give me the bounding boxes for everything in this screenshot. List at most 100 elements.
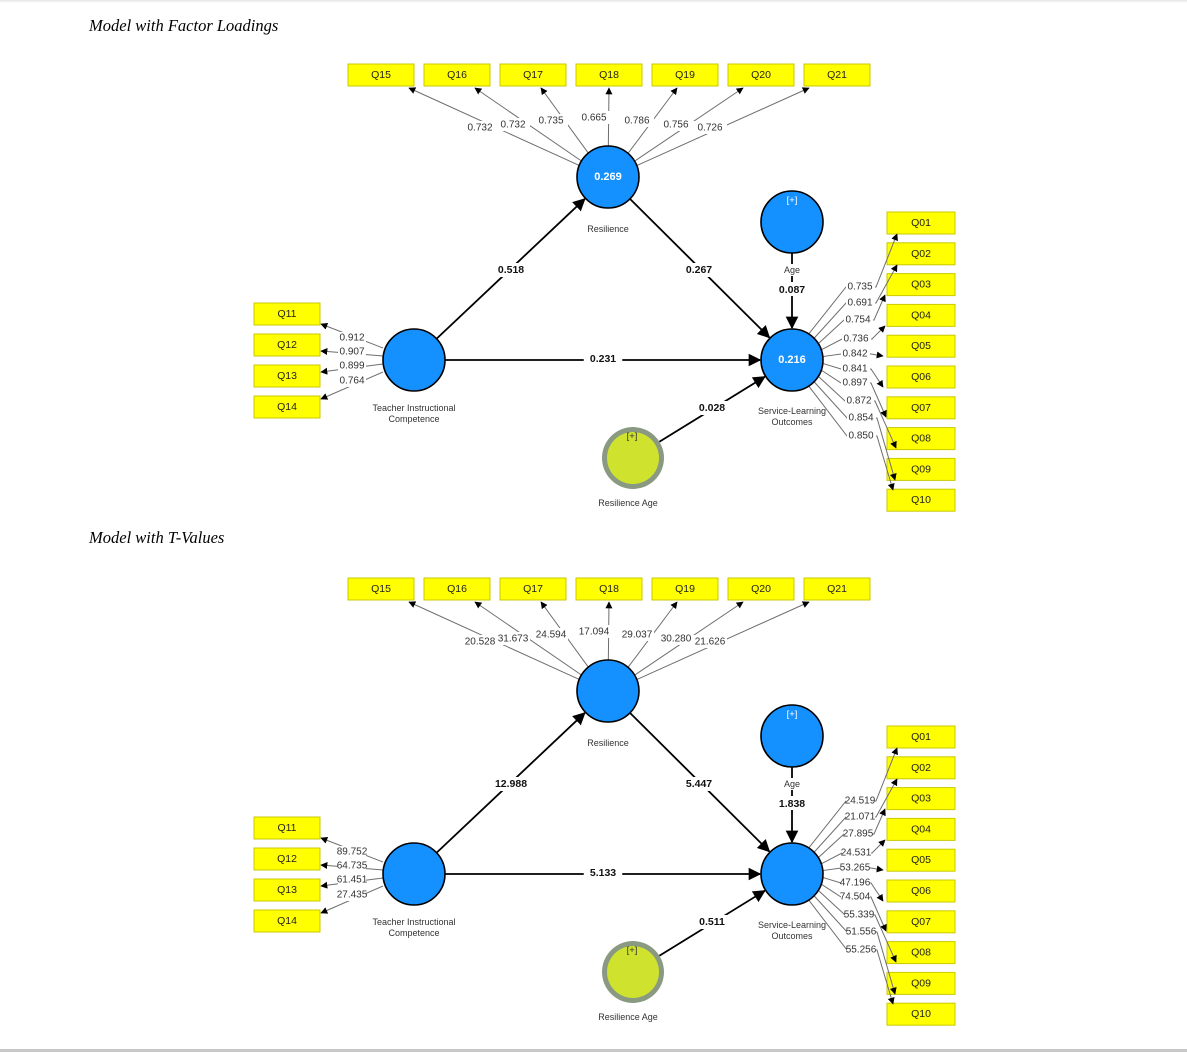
indicator-box[interactable]	[886, 848, 956, 872]
indicator-box[interactable]	[253, 816, 321, 840]
indicator-box[interactable]	[886, 941, 956, 965]
indicator-box[interactable]	[575, 63, 643, 87]
indicator-q16[interactable]: Q16	[423, 577, 491, 601]
construct-resilience[interactable]	[576, 659, 640, 723]
indicator-box[interactable]	[253, 395, 321, 419]
indicator-box[interactable]	[886, 334, 956, 358]
construct-teacher-instructional-competence[interactable]	[382, 328, 446, 392]
indicator-q18[interactable]: Q18	[575, 577, 643, 601]
indicator-box[interactable]	[803, 577, 871, 601]
indicator-q07[interactable]: Q07	[886, 910, 956, 934]
indicator-q11[interactable]: Q11	[253, 302, 321, 326]
indicator-q09[interactable]: Q09	[886, 457, 956, 481]
construct-age-circle[interactable]	[760, 190, 824, 254]
indicator-box[interactable]	[651, 63, 719, 87]
indicator-q11[interactable]: Q11	[253, 816, 321, 840]
indicator-q06[interactable]: Q06	[886, 365, 956, 389]
indicator-box[interactable]	[253, 302, 321, 326]
construct-service-learning-outcomes[interactable]: 0.216	[760, 328, 824, 392]
indicator-q13[interactable]: Q13	[253, 364, 321, 388]
indicator-box[interactable]	[253, 847, 321, 871]
indicator-q21[interactable]: Q21	[803, 63, 871, 87]
indicator-q12[interactable]: Q12	[253, 847, 321, 871]
construct-teacher-instructional-competence-circle[interactable]	[382, 842, 446, 906]
indicator-q05[interactable]: Q05	[886, 848, 956, 872]
indicator-box[interactable]	[347, 577, 415, 601]
indicator-q20[interactable]: Q20	[727, 577, 795, 601]
indicator-q20[interactable]: Q20	[727, 63, 795, 87]
construct-age-circle[interactable]	[760, 704, 824, 768]
indicator-q12[interactable]: Q12	[253, 333, 321, 357]
indicator-q07[interactable]: Q07	[886, 396, 956, 420]
indicator-box[interactable]	[803, 63, 871, 87]
indicator-q15[interactable]: Q15	[347, 577, 415, 601]
construct-service-learning-outcomes-circle[interactable]	[760, 328, 824, 392]
indicator-box[interactable]	[575, 577, 643, 601]
indicator-q15[interactable]: Q15	[347, 63, 415, 87]
construct-resilience-circle[interactable]	[576, 659, 640, 723]
construct-resilience[interactable]: 0.269	[576, 145, 640, 209]
indicator-box[interactable]	[886, 303, 956, 327]
indicator-q10[interactable]: Q10	[886, 488, 956, 512]
indicator-box[interactable]	[886, 211, 956, 235]
indicator-q09[interactable]: Q09	[886, 971, 956, 995]
construct-teacher-instructional-competence[interactable]	[382, 842, 446, 906]
construct-resilience-age[interactable]: [+]	[602, 427, 664, 489]
indicator-box[interactable]	[651, 577, 719, 601]
indicator-q17[interactable]: Q17	[499, 63, 567, 87]
indicator-box[interactable]	[727, 577, 795, 601]
moderator-circle-inner[interactable]	[607, 432, 659, 484]
indicator-box[interactable]	[727, 63, 795, 87]
indicator-box[interactable]	[253, 333, 321, 357]
indicator-q04[interactable]: Q04	[886, 817, 956, 841]
indicator-box[interactable]	[253, 909, 321, 933]
construct-service-learning-outcomes-circle[interactable]	[760, 842, 824, 906]
construct-age[interactable]: [+]	[760, 190, 824, 254]
indicator-q04[interactable]: Q04	[886, 303, 956, 327]
indicator-q06[interactable]: Q06	[886, 879, 956, 903]
construct-age[interactable]: [+]	[760, 704, 824, 768]
indicator-box[interactable]	[886, 817, 956, 841]
indicator-q19[interactable]: Q19	[651, 577, 719, 601]
indicator-box[interactable]	[886, 910, 956, 934]
indicator-box[interactable]	[423, 577, 491, 601]
indicator-q14[interactable]: Q14	[253, 395, 321, 419]
indicator-q14[interactable]: Q14	[253, 909, 321, 933]
indicator-box[interactable]	[886, 879, 956, 903]
construct-service-learning-outcomes[interactable]	[760, 842, 824, 906]
indicator-box[interactable]	[886, 725, 956, 749]
indicator-box[interactable]	[253, 364, 321, 388]
indicator-q10[interactable]: Q10	[886, 1002, 956, 1026]
indicator-box[interactable]	[499, 63, 567, 87]
indicator-box[interactable]	[886, 1002, 956, 1026]
indicator-q17[interactable]: Q17	[499, 577, 567, 601]
construct-teacher-instructional-competence-circle[interactable]	[382, 328, 446, 392]
construct-resilience-circle[interactable]	[576, 145, 640, 209]
indicator-q01[interactable]: Q01	[886, 211, 956, 235]
indicator-q13[interactable]: Q13	[253, 878, 321, 902]
indicator-box[interactable]	[423, 63, 491, 87]
indicator-box[interactable]	[886, 427, 956, 451]
indicator-box[interactable]	[886, 273, 956, 297]
indicator-box[interactable]	[886, 396, 956, 420]
indicator-box[interactable]	[886, 488, 956, 512]
indicator-q16[interactable]: Q16	[423, 63, 491, 87]
indicator-box[interactable]	[886, 787, 956, 811]
indicator-q03[interactable]: Q03	[886, 787, 956, 811]
indicator-q08[interactable]: Q08	[886, 941, 956, 965]
indicator-q01[interactable]: Q01	[886, 725, 956, 749]
indicator-box[interactable]	[886, 756, 956, 780]
indicator-box[interactable]	[253, 878, 321, 902]
indicator-q03[interactable]: Q03	[886, 273, 956, 297]
moderator-circle-inner[interactable]	[607, 946, 659, 998]
indicator-q02[interactable]: Q02	[886, 242, 956, 266]
indicator-box[interactable]	[499, 577, 567, 601]
indicator-q08[interactable]: Q08	[886, 427, 956, 451]
indicator-box[interactable]	[886, 242, 956, 266]
indicator-q05[interactable]: Q05	[886, 334, 956, 358]
indicator-q19[interactable]: Q19	[651, 63, 719, 87]
construct-resilience-age[interactable]: [+]	[602, 941, 664, 1003]
indicator-box[interactable]	[347, 63, 415, 87]
indicator-q18[interactable]: Q18	[575, 63, 643, 87]
indicator-box[interactable]	[886, 365, 956, 389]
